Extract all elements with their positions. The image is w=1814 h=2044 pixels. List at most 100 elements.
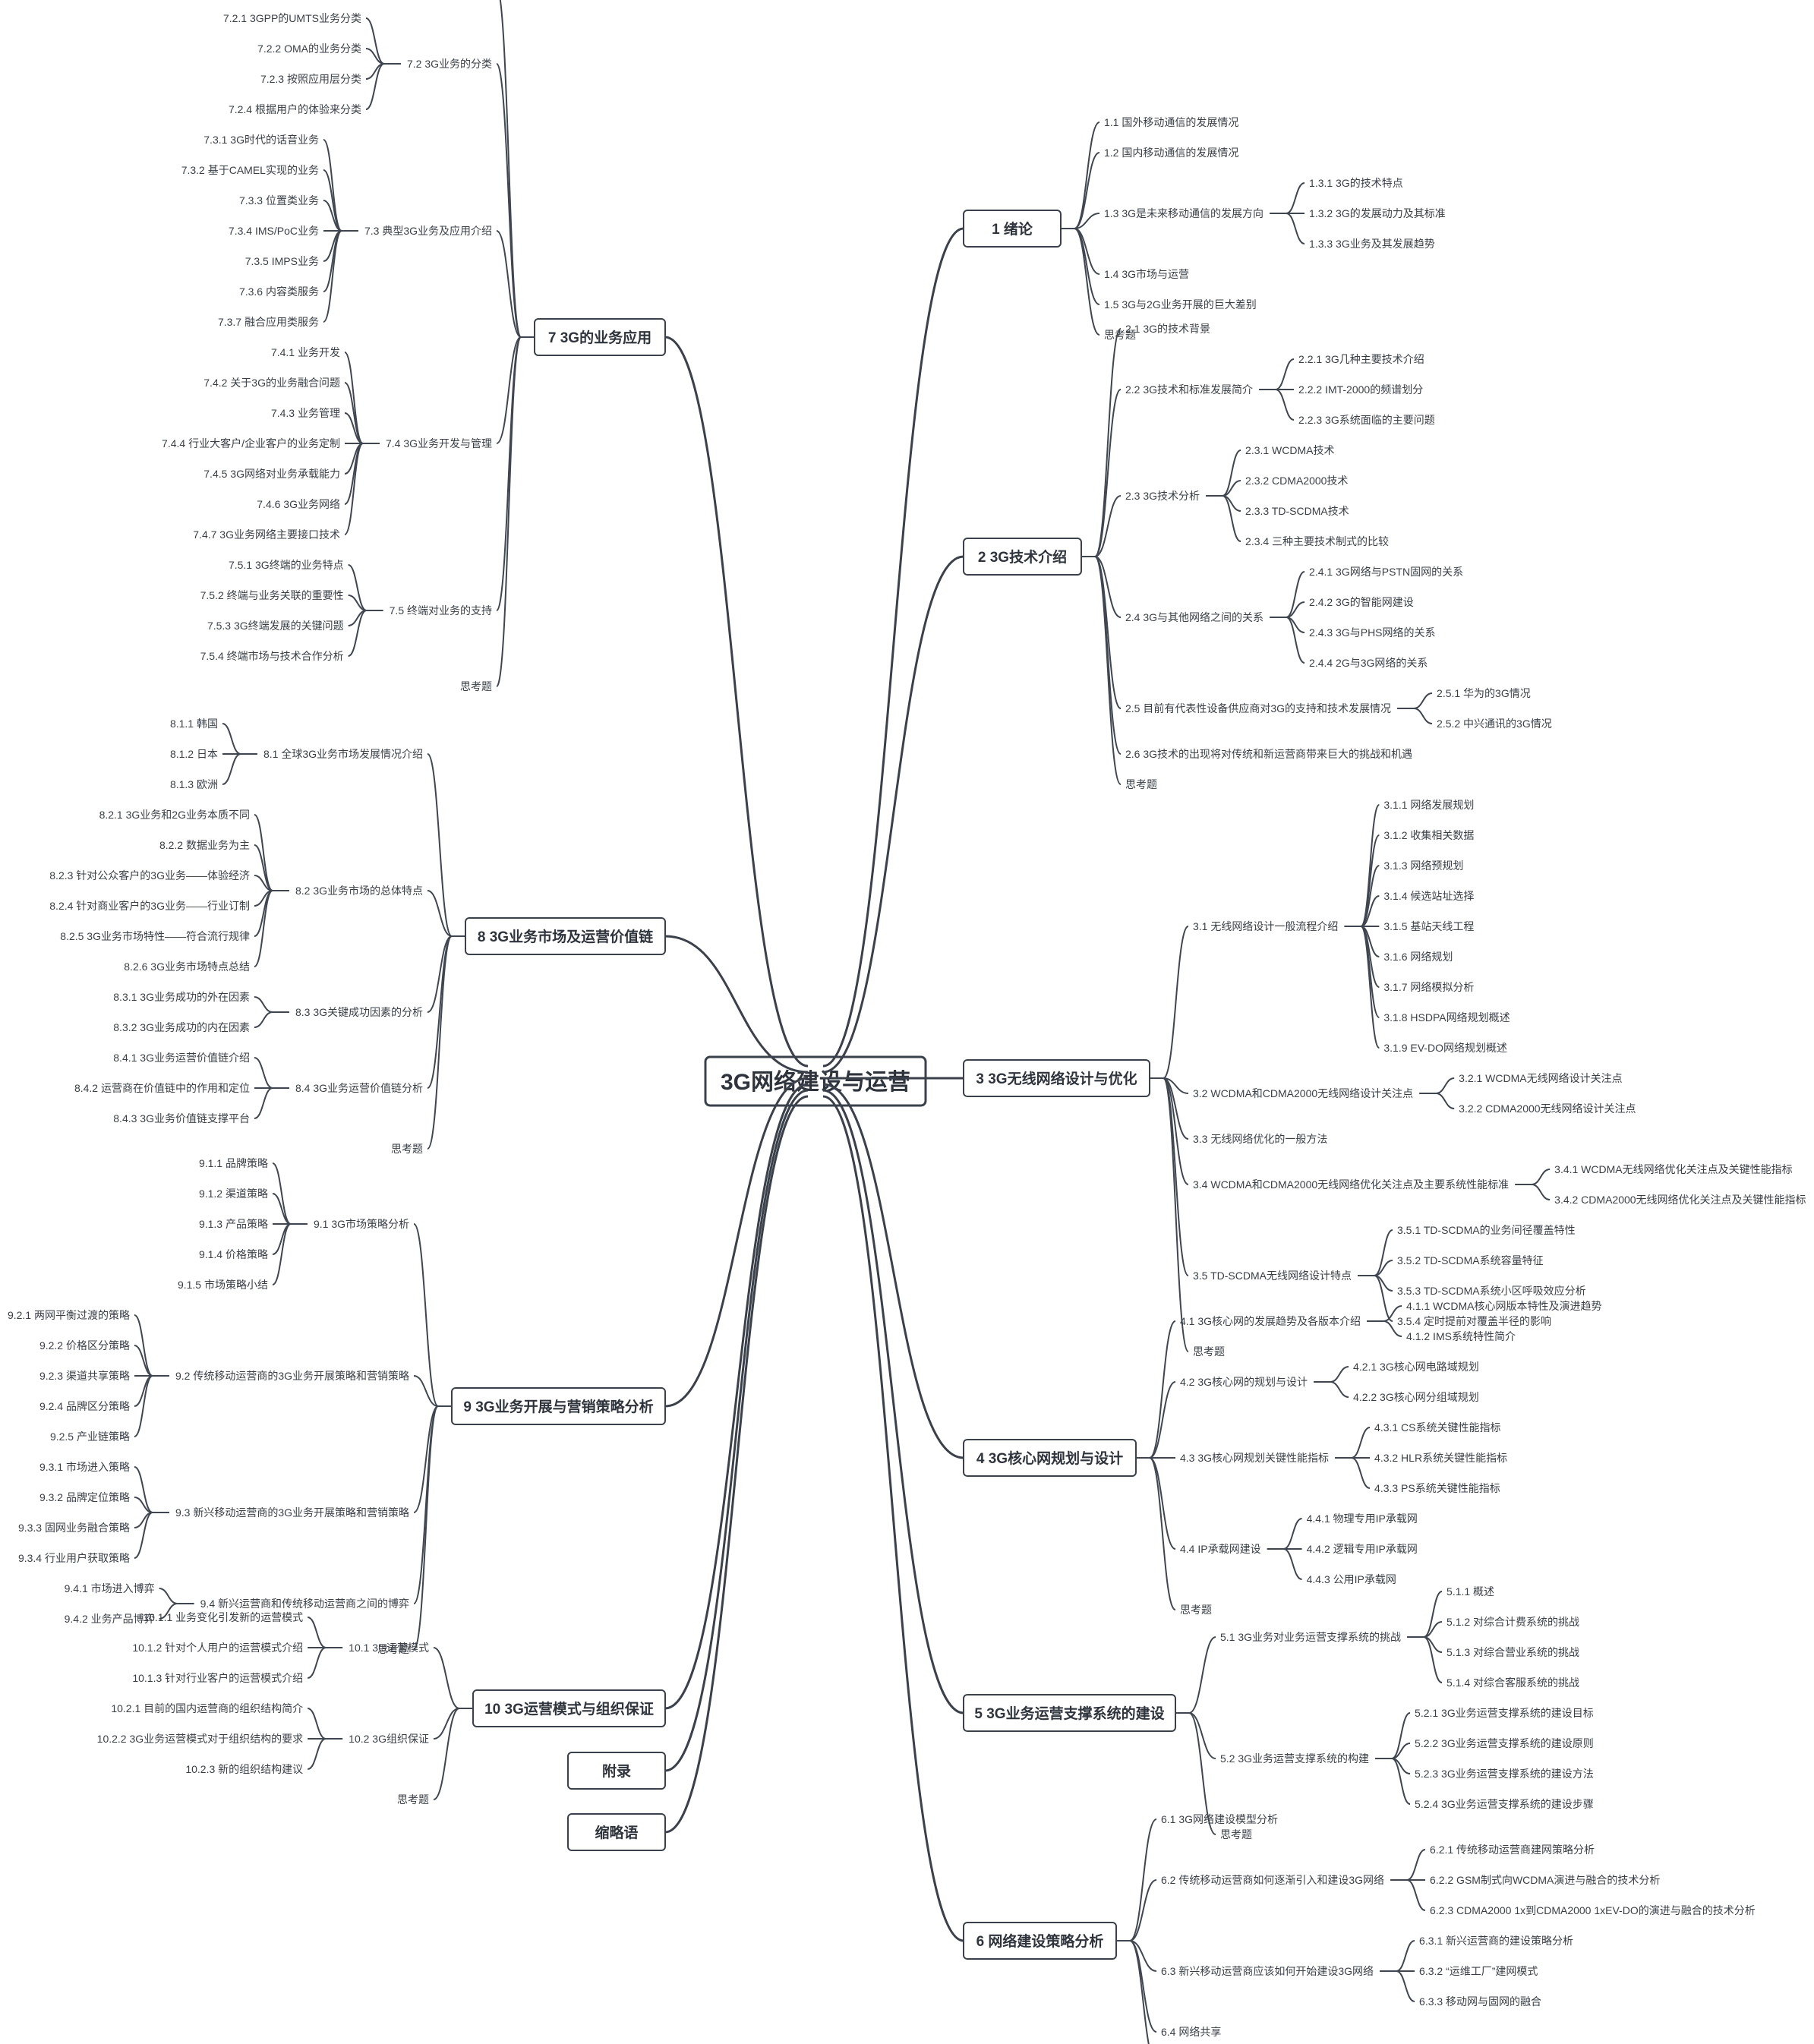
node-node[interactable]: 思考题 xyxy=(391,1143,423,1155)
node-3-5-td-scdma[interactable]: 3.5 TD-SCDMA无线网络设计特点 xyxy=(1193,1270,1352,1282)
node-3-4-wcdma-cdma2000[interactable]: 3.4 WCDMA和CDMA2000无线网络优化关注点及主要系统性能标准 xyxy=(1193,1178,1509,1191)
node-2-5-3g[interactable]: 2.5 目前有代表性设备供应商对3G的支持和技术发展情况 xyxy=(1125,702,1391,714)
node-2-4-1-3g-pstn[interactable]: 2.4.1 3G网络与PSTN固网的关系 xyxy=(1309,566,1463,578)
node-7-5-4[interactable]: 7.5.4 终端市场与技术合作分析 xyxy=(200,650,344,662)
node-9-1-4[interactable]: 9.1.4 价格策略 xyxy=(199,1248,268,1260)
node-node[interactable]: 思考题 xyxy=(397,1793,429,1806)
branch-1-label[interactable]: 1 绪论 xyxy=(992,220,1033,238)
node-7-3-4-ims-poc[interactable]: 7.3.4 IMS/PoC业务 xyxy=(229,225,319,237)
node-node[interactable]: 思考题 xyxy=(1104,329,1136,341)
node-2-6-3g[interactable]: 2.6 3G技术的出现将对传统和新运营商带来巨大的挑战和机遇 xyxy=(1125,748,1412,760)
node-3-1-1[interactable]: 3.1.1 网络发展规划 xyxy=(1383,799,1474,811)
node-3-1[interactable]: 3.1 无线网络设计一般流程介绍 xyxy=(1193,920,1338,932)
node-2-4-3-3g-phs[interactable]: 2.4.3 3G与PHS网络的关系 xyxy=(1309,626,1436,639)
node-9-2-3[interactable]: 9.2.3 渠道共享策略 xyxy=(39,1370,130,1382)
node-3-2-1-wcdma[interactable]: 3.2.1 WCDMA无线网络设计关注点 xyxy=(1459,1072,1622,1084)
node-2-2-1-3g[interactable]: 2.2.1 3G几种主要技术介绍 xyxy=(1298,353,1424,365)
node-10-2-3[interactable]: 10.2.3 新的组织结构建议 xyxy=(185,1763,303,1775)
node-9-3-3[interactable]: 9.3.3 固网业务融合策略 xyxy=(18,1522,130,1534)
node-5-1-2[interactable]: 5.1.2 对综合计费系统的挑战 xyxy=(1446,1616,1579,1628)
root-node-label[interactable]: 3G网络建设与运营 xyxy=(721,1069,910,1095)
node-3-1-3[interactable]: 3.1.3 网络预规划 xyxy=(1383,860,1463,872)
node-2-2-2-imt-2000[interactable]: 2.2.2 IMT-2000的频谱划分 xyxy=(1298,383,1423,396)
node-5-1-3g[interactable]: 5.1 3G业务对业务运营支撑系统的挑战 xyxy=(1220,1631,1401,1643)
node-7-2-1-3gpp-umts[interactable]: 7.2.1 3GPP的UMTS业务分类 xyxy=(223,12,361,24)
node-9-2-5[interactable]: 9.2.5 产业链策略 xyxy=(50,1430,130,1443)
node-7-3-3g[interactable]: 7.3 典型3G业务及应用介绍 xyxy=(364,225,492,237)
node-9-1-3g[interactable]: 9.1 3G市场策略分析 xyxy=(314,1218,409,1230)
node-1-1[interactable]: 1.1 国外移动通信的发展情况 xyxy=(1104,116,1238,128)
node-8-4-2[interactable]: 8.4.2 运营商在价值链中的作用和定位 xyxy=(74,1082,250,1094)
node-8-2-3-3g[interactable]: 8.2.3 针对公众客户的3G业务——体验经济 xyxy=(49,869,250,882)
node-1-3-3g[interactable]: 1.3 3G是未来移动通信的发展方向 xyxy=(1104,207,1263,219)
node-7-3-3[interactable]: 7.3.3 位置类业务 xyxy=(239,194,319,207)
node-8-4-1-3g[interactable]: 8.4.1 3G业务运营价值链介绍 xyxy=(113,1052,250,1064)
node-4-1-2-ims[interactable]: 4.1.2 IMS系统特性简介 xyxy=(1406,1330,1516,1342)
node-10-2-3g[interactable]: 10.2 3G组织保证 xyxy=(349,1733,429,1745)
node-7-5[interactable]: 7.5 终端对业务的支持 xyxy=(390,604,492,617)
branch-10-label[interactable]: 10 3G运营模式与组织保证 xyxy=(484,1700,654,1718)
node-5-2-4-3g[interactable]: 5.2.4 3G业务运营支撑系统的建设步骤 xyxy=(1415,1798,1594,1810)
node-1-3-2-3g[interactable]: 1.3.2 3G的发展动力及其标准 xyxy=(1309,207,1446,219)
node-9-3-4[interactable]: 9.3.4 行业用户获取策略 xyxy=(18,1552,130,1564)
node-5-2-3g[interactable]: 5.2 3G业务运营支撑系统的构建 xyxy=(1220,1752,1369,1765)
node-7-2-3[interactable]: 7.2.3 按照应用层分类 xyxy=(260,73,361,85)
node-7-5-1-3g[interactable]: 7.5.1 3G终端的业务特点 xyxy=(229,559,344,571)
node-7-4-2-3g[interactable]: 7.4.2 关于3G的业务融合问题 xyxy=(203,377,340,389)
node-7-4-6-3g[interactable]: 7.4.6 3G业务网络 xyxy=(257,498,340,510)
node-node[interactable]: 思考题 xyxy=(1220,1828,1252,1841)
node-9-3-1[interactable]: 9.3.1 市场进入策略 xyxy=(39,1461,130,1473)
node-3-5-3-td-scdma[interactable]: 3.5.3 TD-SCDMA系统小区呼吸效应分析 xyxy=(1397,1285,1586,1297)
node-4-3-3-ps[interactable]: 4.3.3 PS系统关键性能指标 xyxy=(1374,1482,1500,1494)
node-10-1-3[interactable]: 10.1.3 针对行业客户的运营模式介绍 xyxy=(132,1672,303,1684)
branch-4-label[interactable]: 4 3G核心网规划与设计 xyxy=(976,1449,1123,1467)
node-7-3-1-3g[interactable]: 7.3.1 3G时代的话音业务 xyxy=(203,134,319,146)
node-1-4-3g[interactable]: 1.4 3G市场与运营 xyxy=(1104,268,1189,280)
node-node[interactable]: 思考题 xyxy=(1180,1604,1212,1616)
node-6-2-3-cdma2000-1x-cdma2000-1xev-do[interactable]: 6.2.3 CDMA2000 1x到CDMA2000 1xEV-DO的演进与融合… xyxy=(1430,1904,1756,1916)
node-3-1-2[interactable]: 3.1.2 收集相关数据 xyxy=(1383,829,1474,841)
node-7-5-2[interactable]: 7.5.2 终端与业务关联的重要性 xyxy=(200,589,344,601)
node-3-1-4[interactable]: 3.1.4 候选站址选择 xyxy=(1383,890,1474,902)
node-5-2-1-3g[interactable]: 5.2.1 3G业务运营支撑系统的建设目标 xyxy=(1415,1707,1594,1719)
node-2-3-2-cdma2000[interactable]: 2.3.2 CDMA2000技术 xyxy=(1245,475,1348,487)
node-9-2-3g[interactable]: 9.2 传统移动运营商的3G业务开展策略和营销策略 xyxy=(175,1370,409,1382)
node-8-2-2[interactable]: 8.2.2 数据业务为主 xyxy=(159,839,250,851)
root-node-box[interactable] xyxy=(704,1055,927,1107)
node-3-5-4[interactable]: 3.5.4 定时提前对覆盖半径的影响 xyxy=(1397,1315,1551,1327)
node-6-3-1[interactable]: 6.3.1 新兴运营商的建设策略分析 xyxy=(1419,1935,1573,1947)
node-3-4-1-wcdma[interactable]: 3.4.1 WCDMA无线网络优化关注点及关键性能指标 xyxy=(1554,1163,1792,1175)
node-6-2-3g[interactable]: 6.2 传统移动运营商如何逐渐引入和建设3G网络 xyxy=(1161,1874,1384,1886)
node-3-2-2-cdma2000[interactable]: 3.2.2 CDMA2000无线网络设计关注点 xyxy=(1459,1102,1636,1115)
node-2-1-3g[interactable]: 2.1 3G的技术背景 xyxy=(1125,323,1210,335)
node-3-5-2-td-scdma[interactable]: 3.5.2 TD-SCDMA系统容量特征 xyxy=(1397,1254,1544,1266)
branch-box-12[interactable] xyxy=(567,1813,666,1851)
node-4-4-2-ip[interactable]: 4.4.2 逻辑专用IP承载网 xyxy=(1307,1543,1418,1555)
node-9-2-4[interactable]: 9.2.4 品牌区分策略 xyxy=(39,1400,130,1412)
node-3-1-8-hsdpa[interactable]: 3.1.8 HSDPA网络规划概述 xyxy=(1383,1011,1510,1024)
node-4-3-3g[interactable]: 4.3 3G核心网规划关键性能指标 xyxy=(1180,1452,1329,1464)
node-2-4-3g[interactable]: 2.4 3G与其他网络之间的关系 xyxy=(1125,611,1263,623)
node-7-4-4[interactable]: 7.4.4 行业大客户/企业客户的业务定制 xyxy=(162,437,340,449)
node-4-2-1-3g[interactable]: 4.2.1 3G核心网电路域规划 xyxy=(1353,1361,1479,1373)
node-8-4-3-3g[interactable]: 8.4.3 3G业务价值链支撑平台 xyxy=(113,1112,250,1125)
node-5-1-4[interactable]: 5.1.4 对综合客服系统的挑战 xyxy=(1446,1677,1579,1689)
node-10-1-2[interactable]: 10.1.2 针对个人用户的运营模式介绍 xyxy=(132,1642,303,1654)
node-2-2-3-3g[interactable]: 2.2.3 3G系统面临的主要问题 xyxy=(1298,414,1435,426)
node-2-2-3g[interactable]: 2.2 3G技术和标准发展简介 xyxy=(1125,383,1253,396)
node-9-1-5[interactable]: 9.1.5 市场策略小结 xyxy=(178,1279,268,1291)
node-4-2-3g[interactable]: 4.2 3G核心网的规划与设计 xyxy=(1180,1376,1308,1388)
node-node[interactable]: 思考题 xyxy=(1125,778,1157,790)
node-7-2-3g[interactable]: 7.2 3G业务的分类 xyxy=(407,58,492,70)
branch-6-label[interactable]: 6 网络建设策略分析 xyxy=(976,1932,1104,1950)
node-1-5-3g-2g[interactable]: 1.5 3G与2G业务开展的巨大差别 xyxy=(1104,298,1257,311)
branch-7-label[interactable]: 7 3G的业务应用 xyxy=(548,329,651,346)
node-1-3-1-3g[interactable]: 1.3.1 3G的技术特点 xyxy=(1309,177,1403,189)
node-6-2-2-gsm-wcdma[interactable]: 6.2.2 GSM制式向WCDMA演进与融合的技术分析 xyxy=(1430,1874,1660,1886)
node-7-4-5-3g[interactable]: 7.4.5 3G网络对业务承载能力 xyxy=(203,468,340,480)
node-4-1-3g[interactable]: 4.1 3G核心网的发展趋势及各版本介绍 xyxy=(1180,1315,1361,1327)
node-7-2-2-oma[interactable]: 7.2.2 OMA的业务分类 xyxy=(257,43,361,55)
node-7-4-3[interactable]: 7.4.3 业务管理 xyxy=(271,407,340,419)
node-5-1-3[interactable]: 5.1.3 对综合营业系统的挑战 xyxy=(1446,1646,1579,1658)
node-7-4-7-3g[interactable]: 7.4.7 3G业务网络主要接口技术 xyxy=(193,528,340,541)
